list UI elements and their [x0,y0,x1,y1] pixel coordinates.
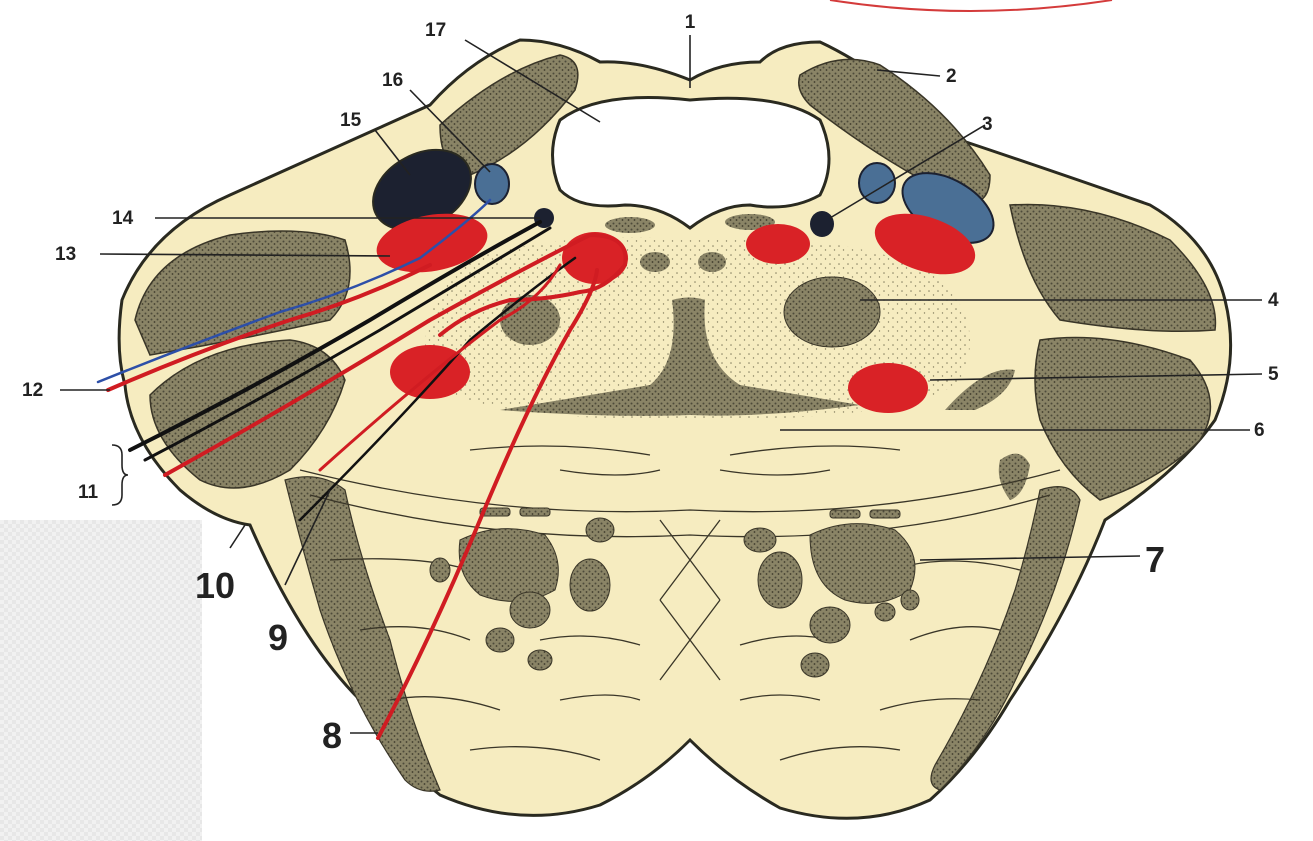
top-right-accent-arc [830,0,1112,11]
label-3: 3 [982,114,993,135]
label-4: 4 [1268,290,1279,311]
label-13: 13 [55,244,76,265]
label-17: 17 [425,20,446,41]
label-2: 2 [946,66,957,87]
floor-patch-left [605,217,655,233]
nucleus-5 [848,363,928,413]
right-midline-patch [698,252,726,272]
label-6: 6 [1254,420,1265,441]
label-1: 1 [685,12,696,33]
brace-11 [112,445,128,505]
right-red-medial [746,224,810,264]
label-16: 16 [382,70,403,91]
nucleus-4 [784,277,880,347]
nucleus-16 [475,164,509,204]
label-15: 15 [340,110,362,131]
left-midline-patch [640,252,670,272]
label-7: 7 [1145,539,1165,580]
label-8: 8 [322,715,342,756]
label-12: 12 [22,380,43,401]
label-14: 14 [112,208,134,229]
label-5: 5 [1268,364,1279,385]
label-10: 10 [195,565,235,606]
label-9: 9 [268,617,288,658]
right-dark-small [810,211,834,237]
label-11: 11 [78,482,99,503]
